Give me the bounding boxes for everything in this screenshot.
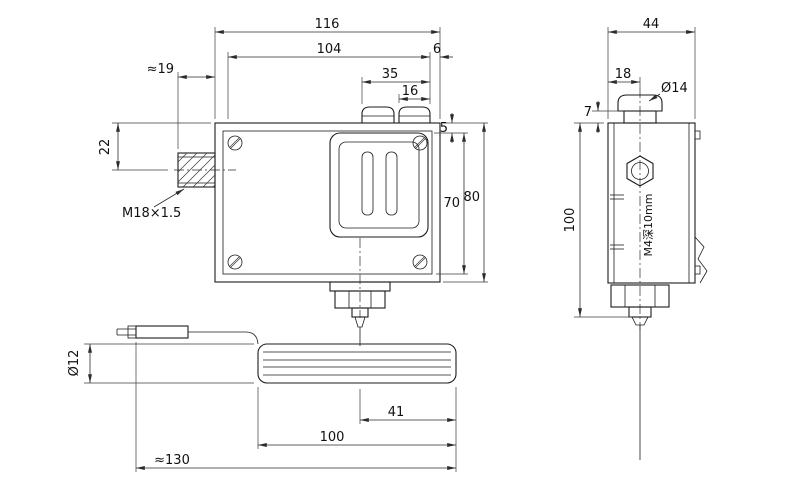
side-hex-fitting [626,155,654,187]
side-view: 44 18 Ø14 7 100 M4深10mm [563,17,708,460]
thread-spec-label: M18×1.5 [122,206,181,221]
front-setting-panel [329,132,429,238]
tap-hole-label: M4深10mm [642,194,655,257]
dim-front-inner-width: 104 [317,42,342,57]
front-dimensions: 116 104 6 35 16 ≈19 22 M18×1.5 5 70 80 Ø… [67,17,488,472]
dim-coil-length: 100 [320,430,345,445]
capillary-coil [257,343,457,384]
dim-front-thread-length: ≈19 [147,62,174,77]
dim-coil-tail-length: 41 [388,405,405,420]
dim-coil-diameter: Ø12 [67,350,82,377]
dim-overall-sensor-length: ≈130 [154,453,190,468]
front-body [214,122,441,283]
dim-front-overall-width: 116 [315,17,340,32]
dim-side-cap-height: 7 [584,105,592,120]
dim-front-terminal-width: 16 [402,84,419,99]
front-view: 116 104 6 35 16 ≈19 22 M18×1.5 5 70 80 Ø… [67,17,488,472]
corner-screw-icon [412,254,428,270]
dim-side-cap-offset: 18 [615,67,632,82]
break-line [694,236,708,284]
front-top-terminals [361,106,431,123]
side-body [607,88,708,330]
dim-side-depth: 44 [643,17,660,32]
dim-front-top-gap: 5 [440,121,448,136]
side-mounting-holes [610,194,624,250]
side-dimensions: 44 18 Ø14 7 100 M4深10mm [563,17,696,318]
dim-cap-diameter: Ø14 [661,81,688,96]
dim-side-height: 100 [563,208,578,233]
dim-front-panel-height: 70 [443,196,460,211]
front-threaded-fitting [174,152,236,188]
dim-front-edge-offset: 6 [433,42,441,57]
dim-front-fitting-offset: 22 [98,139,113,156]
corner-screw-icon [227,135,243,151]
dim-front-body-height: 80 [463,190,480,205]
corner-screw-icon [412,135,428,151]
sensor-bulb [116,325,259,345]
front-capillary-gland [329,238,391,346]
side-capillary-gland [610,284,670,460]
dim-front-terminal-span: 35 [382,67,399,82]
corner-screw-icon [227,254,243,270]
